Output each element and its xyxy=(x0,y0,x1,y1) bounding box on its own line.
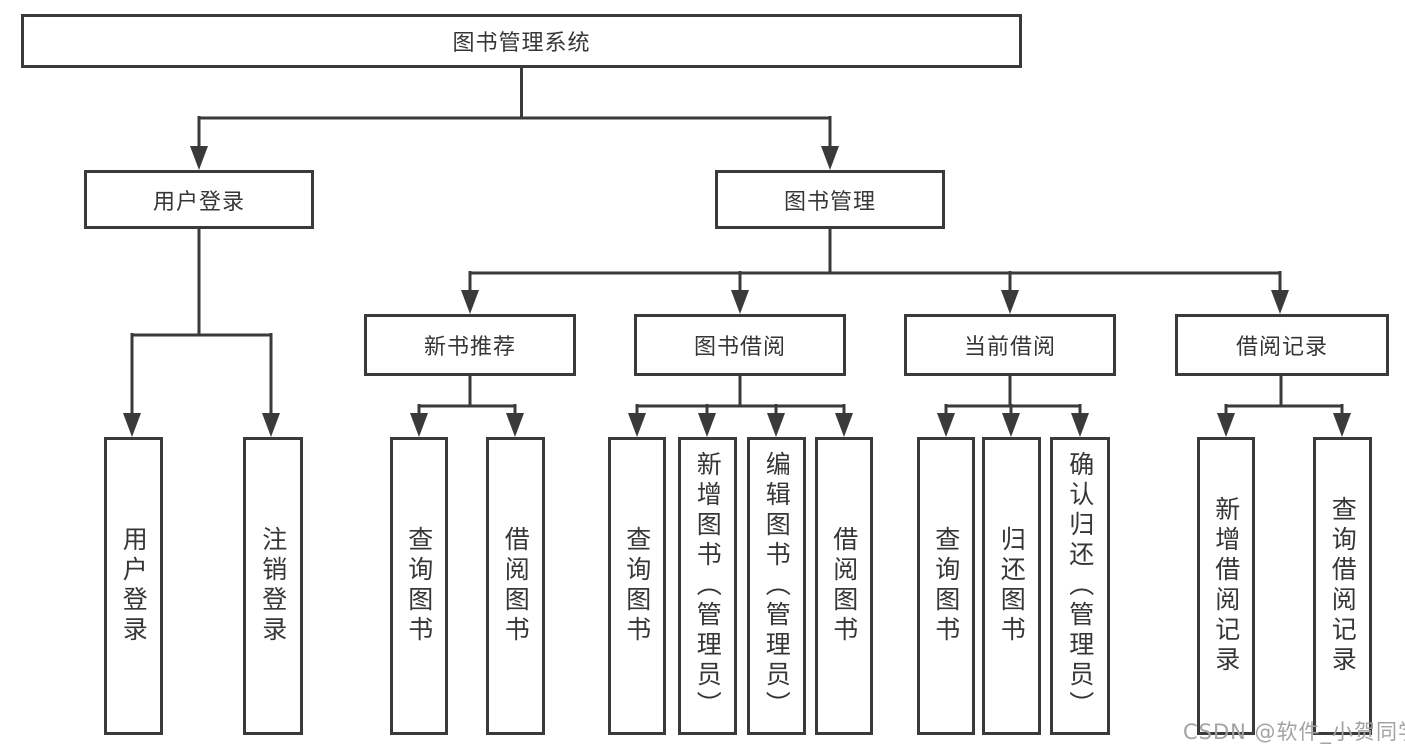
leaf-bb-query-books: 查询图书 xyxy=(608,437,666,735)
node-new-book-recommend-label: 新书推荐 xyxy=(423,335,516,360)
leaf-logout: 注销登录 xyxy=(243,437,303,735)
leaf-bb-borrow-books: 借阅图书 xyxy=(815,437,873,735)
arrowheads xyxy=(123,146,1351,437)
leaf-cb-query-books: 查询图书 xyxy=(917,437,975,735)
node-book-borrow: 图书借阅 xyxy=(634,314,846,376)
node-new-book-recommend: 新书推荐 xyxy=(364,314,576,376)
node-root: 图书管理系统 xyxy=(21,14,1022,68)
node-root-label: 图书管理系统 xyxy=(452,31,591,56)
node-book-borrow-label: 图书借阅 xyxy=(693,335,786,360)
csdn-watermark: CSDN @软件_小贺同学 xyxy=(1183,720,1405,744)
node-current-borrow: 当前借阅 xyxy=(904,314,1116,376)
leaf-cb-confirm-return-admin: 确认归还（管理员） xyxy=(1050,437,1110,735)
node-user-login: 用户登录 xyxy=(84,170,314,229)
leaf-nbr-borrow-books: 借阅图书 xyxy=(486,437,545,735)
leaf-bb-edit-books-admin: 编辑图书（管理员） xyxy=(747,437,806,735)
leaf-cb-return-books: 归还图书 xyxy=(982,437,1041,735)
node-book-mgmt-label: 图书管理 xyxy=(783,189,876,215)
leaf-user-login: 用户登录 xyxy=(104,437,163,735)
leaf-br-query-record: 查询借阅记录 xyxy=(1313,437,1372,735)
leaf-br-add-record: 新增借阅记录 xyxy=(1197,437,1255,735)
node-book-mgmt: 图书管理 xyxy=(715,170,945,229)
node-borrow-records: 借阅记录 xyxy=(1175,314,1389,376)
node-current-borrow-label: 当前借阅 xyxy=(963,335,1056,360)
leaf-nbr-query-books: 查询图书 xyxy=(390,437,448,735)
leaf-bb-add-books-admin: 新增图书（管理员） xyxy=(678,437,737,735)
node-user-login-label: 用户登录 xyxy=(152,189,245,215)
node-borrow-records-label: 借阅记录 xyxy=(1235,335,1328,360)
